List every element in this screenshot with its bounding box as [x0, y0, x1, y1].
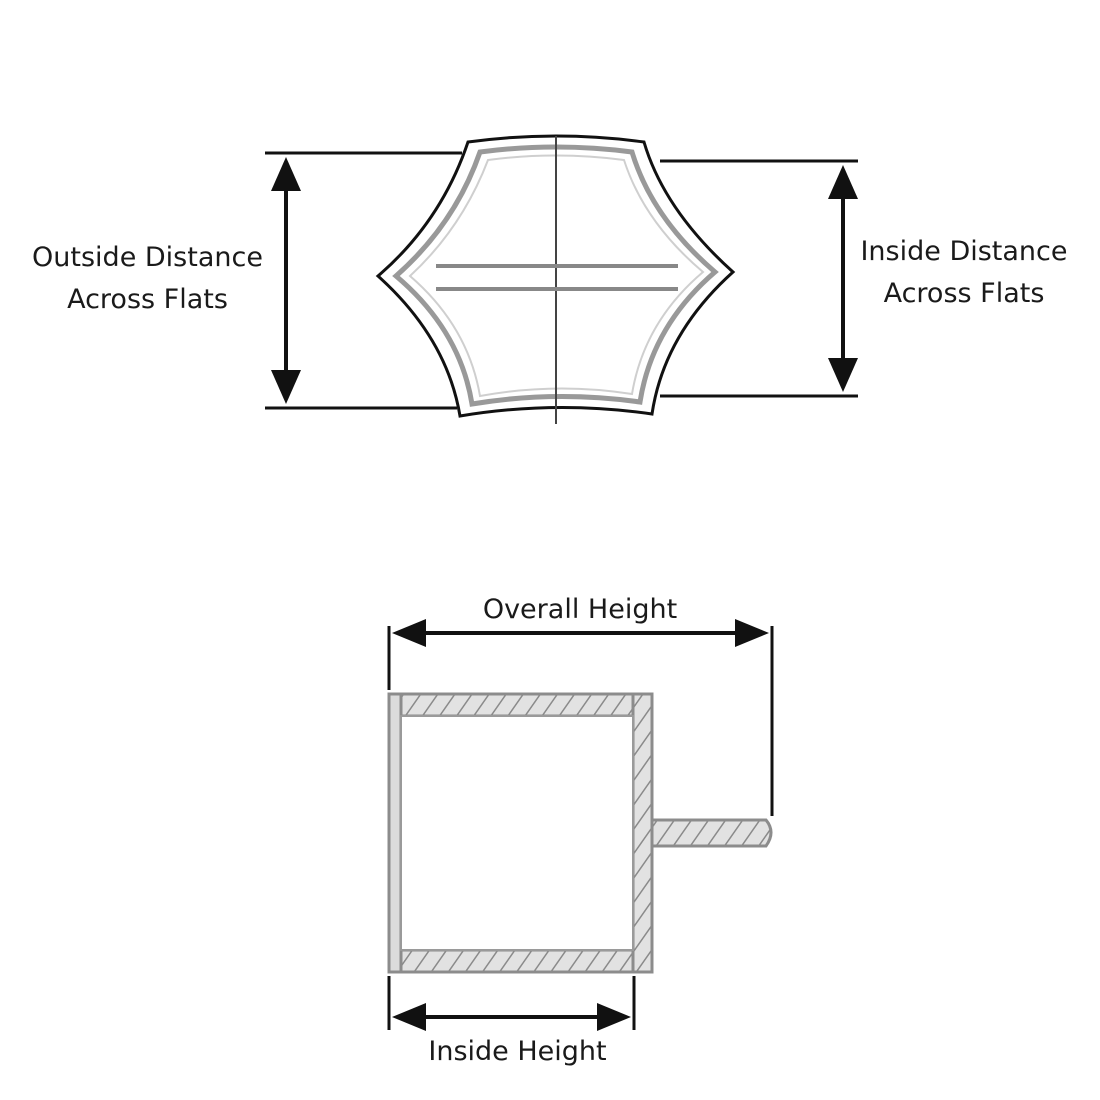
- outside-distance-across-flats-label: Outside Distance Across Flats: [20, 237, 275, 321]
- hex-inner-outline: [392, 144, 719, 407]
- outside-distance-label-line-2: Across Flats: [67, 284, 228, 315]
- overall-arrow-left-icon: [392, 619, 426, 647]
- section-view: [387, 619, 774, 1031]
- hex-inner-wall: [408, 154, 705, 398]
- overall-height-label: Overall Height: [460, 589, 700, 631]
- right-wall: [631, 692, 654, 974]
- hex-nut-view: [265, 134, 858, 424]
- inside-arrow-down-icon: [828, 358, 858, 392]
- inside-height-arrow-left-icon: [392, 1003, 426, 1031]
- bottom-wall: [387, 948, 654, 974]
- left-wall: [387, 692, 403, 974]
- inside-height-label: Inside Height: [410, 1031, 625, 1073]
- inside-distance-label-line-2: Across Flats: [883, 278, 1045, 309]
- inside-height-label-text: Inside Height: [428, 1036, 607, 1067]
- overall-arrow-right-icon: [735, 619, 769, 647]
- inside-distance-label-line-1: Inside Distance: [860, 236, 1068, 267]
- flange: [650, 818, 773, 848]
- inside-distance-across-flats-label: Inside Distance Across Flats: [850, 231, 1078, 315]
- outside-arrow-up-icon: [271, 157, 301, 191]
- overall-height-label-text: Overall Height: [482, 594, 678, 625]
- top-wall: [387, 692, 654, 718]
- outside-distance-label-line-1: Outside Distance: [32, 242, 263, 273]
- inside-height-arrow-right-icon: [597, 1003, 631, 1031]
- inside-arrow-up-icon: [828, 165, 858, 199]
- outside-arrow-down-icon: [271, 370, 301, 404]
- inner-cavity: [400, 715, 634, 951]
